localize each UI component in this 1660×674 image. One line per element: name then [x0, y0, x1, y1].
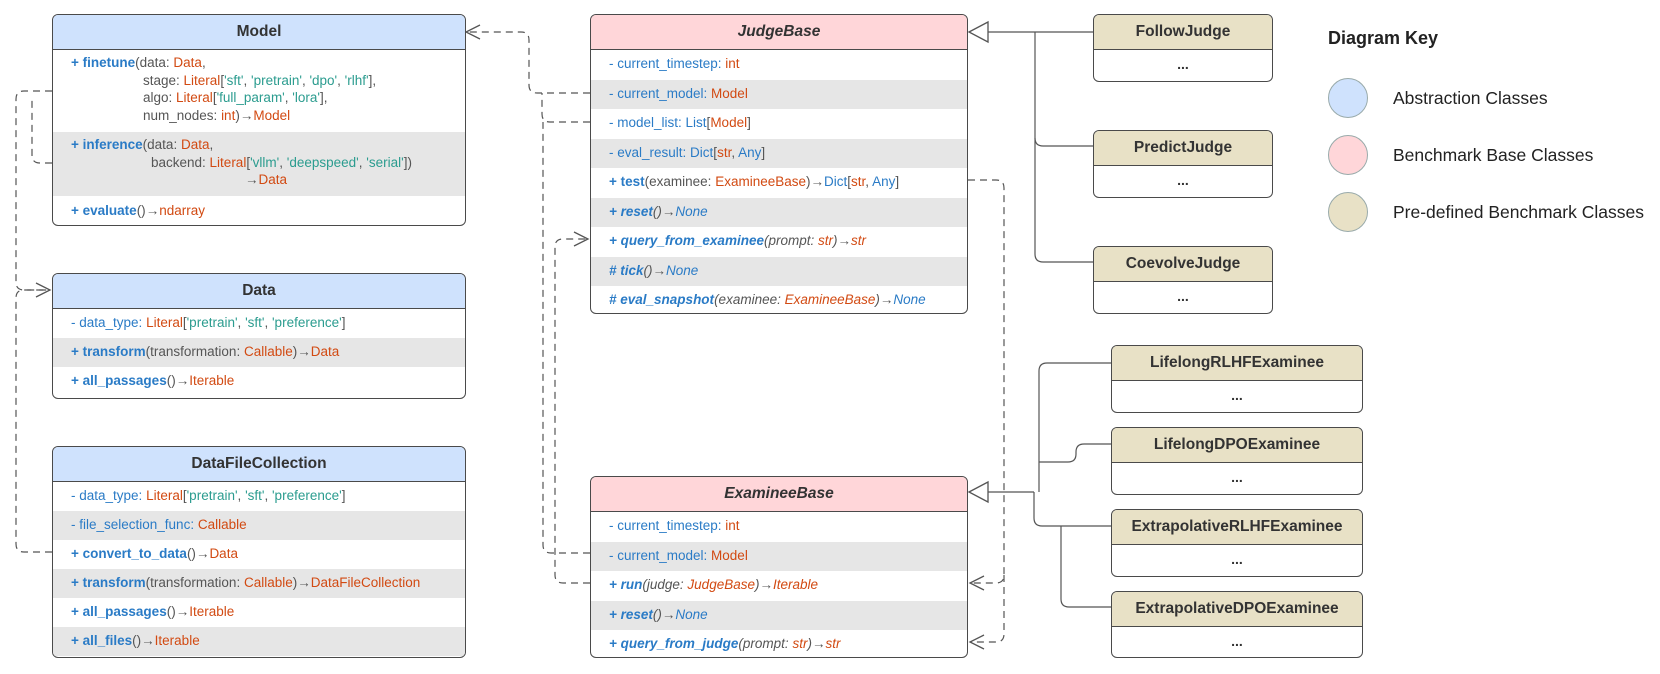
class-title: PredictJudge — [1094, 131, 1272, 166]
method-reset: + reset()→None — [591, 600, 967, 630]
inherit-coevolve — [1034, 138, 1093, 263]
dep-examinee-run-to-judge-query — [554, 238, 590, 584]
key-swatch-pink — [1328, 135, 1368, 175]
class-extrapolativedpoexaminee: ExtrapolativeDPOExaminee ... — [1111, 591, 1363, 658]
key-label: Pre-defined Benchmark Classes — [1393, 202, 1644, 222]
method-transform: + transform(transformation: Callable)→Da… — [53, 338, 465, 367]
class-judgebase: JudgeBase - current_timestep: int - curr… — [590, 14, 968, 314]
arrowhead-to-data — [35, 282, 52, 298]
attr-current-model: - current_model: Model — [591, 79, 967, 109]
diagram-key-title: Diagram Key — [1328, 28, 1439, 48]
inherit-extrap-dpo — [1060, 526, 1111, 608]
class-lifelongdpoexaminee: LifelongDPOExaminee ... — [1111, 427, 1363, 495]
attr-data-type: - data_type: Literal['pretrain', 'sft', … — [71, 315, 346, 330]
method-transform: + transform(transformation: Callable)→Da… — [53, 569, 465, 598]
class-title: JudgeBase — [591, 15, 967, 50]
arrowhead-to-judge-query — [573, 231, 590, 247]
inherit-lifelong-rlhf — [1038, 362, 1111, 492]
class-coevolvejudge: CoevolveJudge ... — [1093, 246, 1273, 314]
dep-inference-branch — [31, 99, 52, 164]
dep-judge-modellist-to-model — [541, 93, 590, 123]
class-title: DataFileCollection — [53, 447, 465, 482]
method-query-from-examinee: + query_from_examinee(prompt: str)→str — [609, 233, 866, 248]
method-inference: + inference(data: Data, backend: Literal… — [53, 132, 465, 196]
dep-examinee-to-model — [542, 122, 590, 554]
ellipsis: ... — [1231, 469, 1243, 485]
class-model: Model + finetune(data: Data, stage: Lite… — [52, 14, 466, 226]
inherit-arrowhead-judge — [967, 20, 989, 44]
method-tick: # tick()→None — [591, 256, 967, 286]
inherit-predict — [1034, 32, 1093, 147]
inherit-arrowhead-examinee — [967, 480, 989, 504]
attr-eval-result: - eval_result: Dict[str, Any] — [591, 138, 967, 168]
class-title: CoevolveJudge — [1094, 247, 1272, 282]
method-reset: + reset()→None — [591, 197, 967, 227]
dep-model-to-data — [15, 90, 52, 291]
method-evaluate: + evaluate()→ndarray — [71, 203, 205, 218]
class-title: ExtrapolativeRLHFExaminee — [1112, 510, 1362, 545]
attr-current-timestep: - current_timestep: int — [609, 518, 740, 533]
method-eval-snapshot: # eval_snapshot(examinee: ExamineeBase)→… — [609, 292, 926, 307]
attr-data-type: - data_type: Literal['pretrain', 'sft', … — [71, 488, 346, 503]
class-followjudge: FollowJudge ... — [1093, 14, 1273, 82]
class-title: ExtrapolativeDPOExaminee — [1112, 592, 1362, 627]
key-label: Abstraction Classes — [1393, 88, 1548, 108]
class-extrapolativerlhfexaminee: ExtrapolativeRLHFExaminee ... — [1111, 509, 1363, 577]
inherit-lifelong-dpo — [1039, 443, 1111, 463]
method-finetune: + finetune(data: Data, stage: Literal['s… — [71, 55, 377, 123]
class-title: LifelongDPOExaminee — [1112, 428, 1362, 463]
ellipsis: ... — [1177, 56, 1189, 72]
method-query-from-judge: + query_from_judge(prompt: str)→str — [609, 636, 841, 651]
dep-judge-test-to-examinee — [968, 179, 1005, 584]
class-title: FollowJudge — [1094, 15, 1272, 50]
attr-model-list: - model_list: List[Model] — [609, 115, 751, 130]
class-title: Data — [53, 274, 465, 309]
arrowhead-to-examinee-query — [968, 634, 985, 650]
key-swatch-blue — [1328, 78, 1368, 118]
ellipsis: ... — [1177, 172, 1189, 188]
arrowhead-to-model — [464, 24, 481, 40]
class-title: Model — [53, 15, 465, 50]
class-predictjudge: PredictJudge ... — [1093, 130, 1273, 198]
ellipsis: ... — [1231, 633, 1243, 649]
key-swatch-tan — [1328, 192, 1368, 232]
key-label: Benchmark Base Classes — [1393, 145, 1594, 165]
class-datafilecollection: DataFileCollection - data_type: Literal[… — [52, 446, 466, 658]
dep-dfc-to-data — [15, 289, 52, 553]
class-examineebase: ExamineeBase - current_timestep: int - c… — [590, 476, 968, 658]
ellipsis: ... — [1231, 387, 1243, 403]
dep-judge-test-to-examinee-query — [970, 575, 1005, 643]
arrowhead-to-examinee-run — [968, 575, 985, 591]
method-all-passages: + all_passages()→Iterable — [71, 604, 235, 619]
method-test: + test(examinee: ExamineeBase)→Dict[str,… — [609, 174, 900, 189]
class-title: LifelongRLHFExaminee — [1112, 346, 1362, 381]
method-all-files: + all_files()→Iterable — [53, 627, 465, 656]
dep-judge-to-model — [466, 31, 590, 94]
inherit-extrap-rlhf — [1033, 492, 1111, 527]
attr-file-selection-func: - file_selection_func: Callable — [53, 511, 465, 540]
ellipsis: ... — [1231, 551, 1243, 567]
class-data: Data - data_type: Literal['pretrain', 's… — [52, 273, 466, 399]
method-run: + run(judge: JudgeBase)→Iterable — [609, 577, 819, 592]
attr-current-model: - current_model: Model — [591, 541, 967, 571]
class-lifelongrlhfexaminee: LifelongRLHFExaminee ... — [1111, 345, 1363, 413]
ellipsis: ... — [1177, 288, 1189, 304]
attr-current-timestep: - current_timestep: int — [609, 56, 740, 71]
method-all-passages: + all_passages()→Iterable — [71, 373, 235, 388]
class-title: ExamineeBase — [591, 477, 967, 512]
method-convert-to-data: + convert_to_data()→Data — [71, 546, 238, 561]
